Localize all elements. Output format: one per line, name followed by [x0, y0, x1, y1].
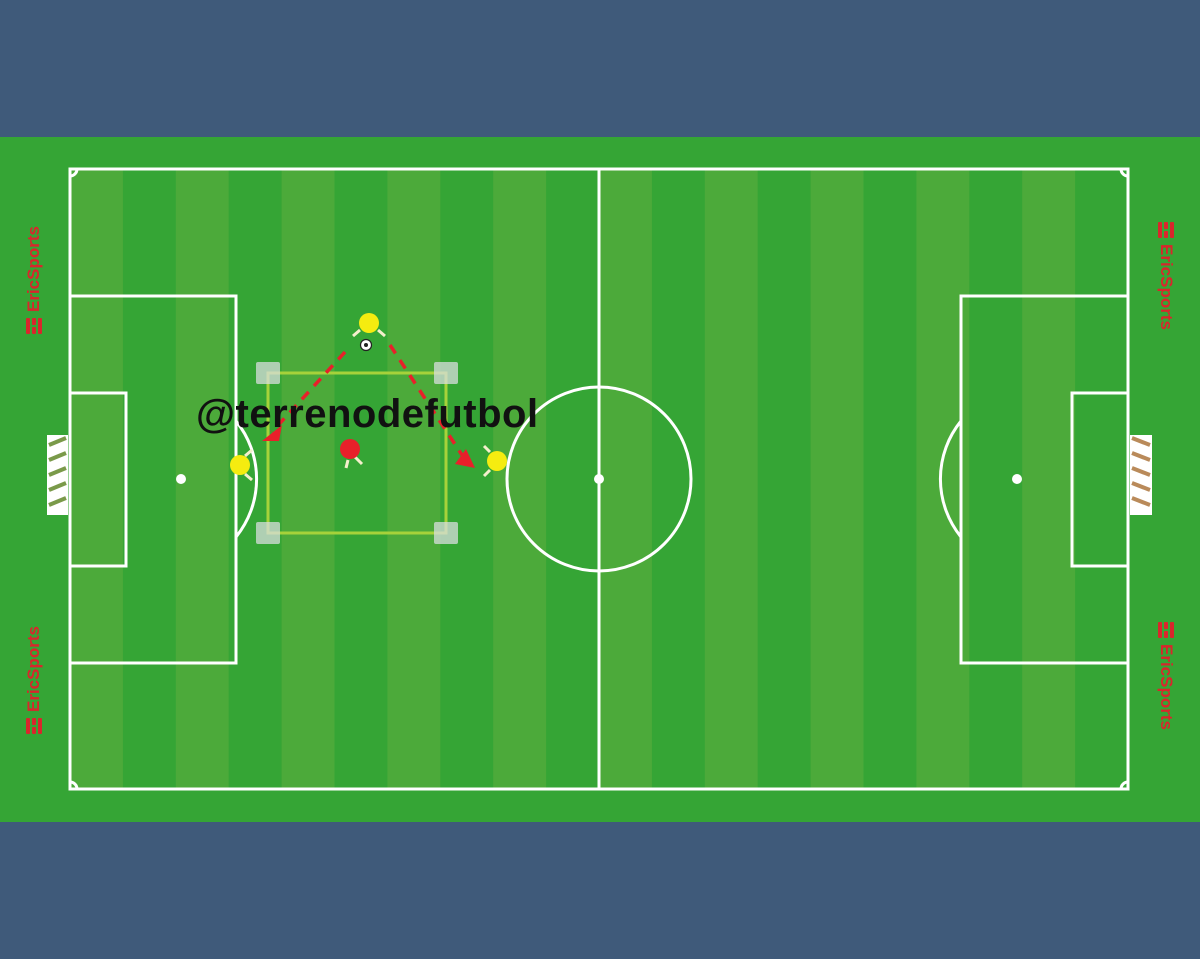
corner-arc-bottom-right: [1119, 780, 1129, 790]
player-red-defender[interactable]: [340, 439, 364, 469]
brand-left-top: EricSports: [24, 226, 44, 334]
brand-name: EricSports: [24, 226, 43, 312]
left-goal: [47, 435, 68, 515]
grass-stripe: [493, 169, 547, 789]
watermark-handle: @terrenodefutbol: [196, 392, 539, 436]
ericsports-logo-icon: [1158, 222, 1174, 238]
drill-square[interactable]: [266, 371, 448, 535]
soccer-ball-icon[interactable]: [359, 338, 373, 352]
right-goal: [1130, 435, 1152, 515]
center-circle: [505, 385, 693, 573]
arrowhead-right: [455, 449, 475, 468]
player-yellow-top[interactable]: [352, 313, 386, 338]
right-goal-area: [1070, 391, 1130, 568]
center-spot: [594, 474, 604, 484]
left-penalty-arc: [234, 420, 259, 538]
cone-marker-icon: [256, 522, 280, 544]
grass-stripe: [810, 169, 864, 789]
right-penalty-arc: [938, 420, 963, 538]
player-yellow-right[interactable]: [482, 444, 507, 478]
arrowhead-left: [262, 425, 282, 441]
brand-name: EricSports: [1157, 644, 1176, 730]
pass-arrow-right: [388, 344, 464, 456]
cone-marker-icon: [256, 362, 280, 384]
player-yellow-left[interactable]: [230, 448, 253, 482]
grass-stripe: [387, 169, 441, 789]
grass-stripe: [1022, 169, 1076, 789]
cone-markers: [256, 362, 458, 544]
brand-name: EricSports: [24, 626, 43, 712]
corner-arc-top-right: [1119, 168, 1129, 178]
ericsports-logo-icon: [1158, 622, 1174, 638]
grass-stripe: [599, 169, 652, 789]
grass-stripe: [70, 169, 123, 789]
left-goal-area: [68, 391, 128, 568]
cone-marker-icon: [434, 362, 458, 384]
corner-arc-bottom-left: [69, 780, 79, 790]
cone-marker-icon: [434, 522, 458, 544]
brand-right-bottom: EricSports: [1156, 622, 1176, 730]
pass-arrows: [270, 344, 464, 456]
ericsports-logo-icon: [26, 718, 42, 734]
grass-stripe: [704, 169, 758, 789]
brand-left-bottom: EricSports: [24, 626, 44, 734]
left-penalty-spot: [176, 474, 186, 484]
brand-name: EricSports: [1157, 244, 1176, 330]
corner-arc-top-left: [69, 168, 79, 178]
pass-arrow-left: [270, 350, 347, 434]
ericsports-logo-icon: [26, 318, 42, 334]
brand-right-top: EricSports: [1156, 222, 1176, 330]
right-penalty-spot: [1012, 474, 1022, 484]
grass-stripe: [281, 169, 335, 789]
grass-stripes: [70, 169, 1076, 789]
